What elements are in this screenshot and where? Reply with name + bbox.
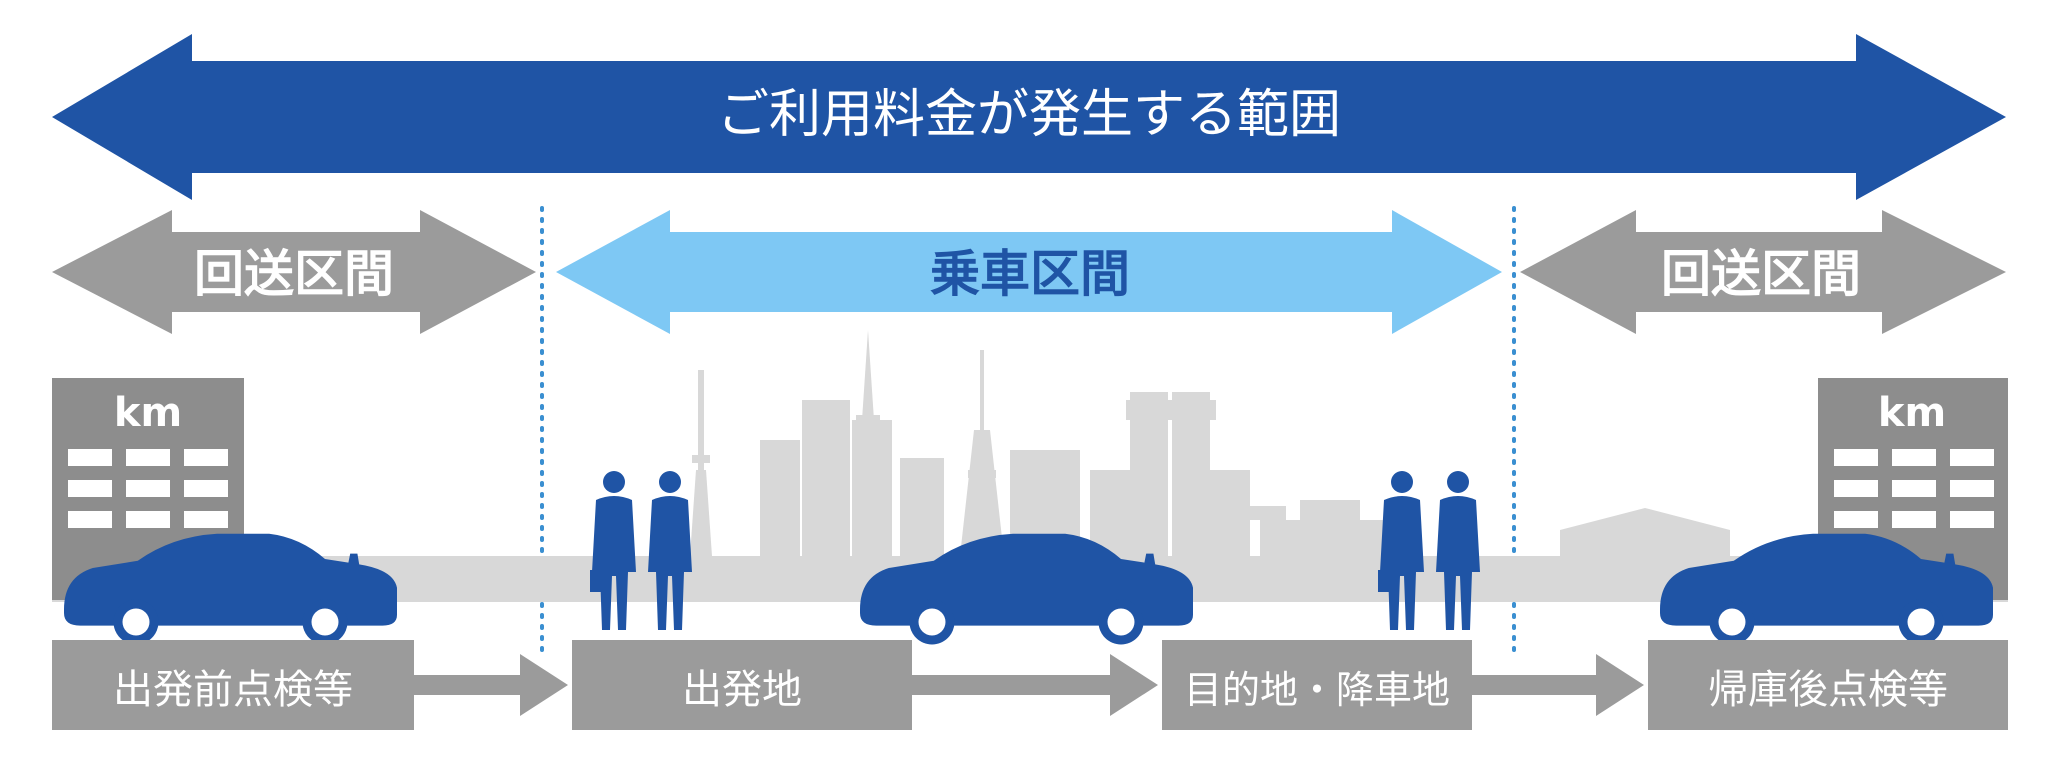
deadhead-arrow-left [52,210,536,334]
deadhead-label-right: 回送区間 [1661,245,1861,303]
step-label: 出発地 [682,667,802,713]
flow-arrow-icon [1472,654,1644,716]
step-label: 出発前点検等 [113,667,353,713]
flow-arrow-icon [414,654,568,716]
step-label: 目的地・降車地 [1184,668,1450,712]
passenger-icon [1436,471,1480,630]
step-box-departure [572,640,912,730]
step-box-destination [1162,640,1472,730]
odometer-label-right: km [1878,390,1946,436]
step-box-pre-departure-check [52,640,414,730]
billing-range-arrow [52,34,2006,200]
deadhead-label-left: 回送区間 [194,245,394,303]
passenger-icon [1380,471,1424,630]
odometer-label-left: km [114,390,182,436]
ride-label: 乗車区間 [930,245,1130,303]
deadhead-arrow-right [1520,210,2006,334]
step-box-post-return-check [1648,640,2008,730]
briefcase-icon [590,570,602,592]
passenger-icon [648,471,692,630]
passenger-icon [592,471,636,630]
briefcase-icon [1378,570,1390,592]
step-label: 帰庫後点検等 [1708,667,1948,713]
billing-range-label: ご利用料金が発生する範囲 [717,85,1341,145]
flow-arrow-icon [912,654,1158,716]
ride-arrow [556,210,1502,334]
